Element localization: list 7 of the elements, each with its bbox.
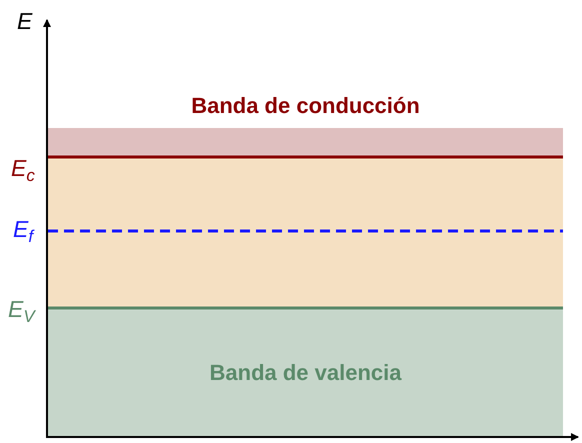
energy-level-label: E$_{V}$ [8, 296, 35, 322]
valence-band [48, 308, 563, 437]
band-label: Banda de conducción [191, 93, 420, 119]
energy-level-label: E$_{f}$ [13, 216, 34, 242]
axis-label: E [17, 8, 32, 34]
band-label: Banda de valencia [210, 360, 402, 386]
energy-level-label: E$_{c}$ [11, 155, 35, 181]
